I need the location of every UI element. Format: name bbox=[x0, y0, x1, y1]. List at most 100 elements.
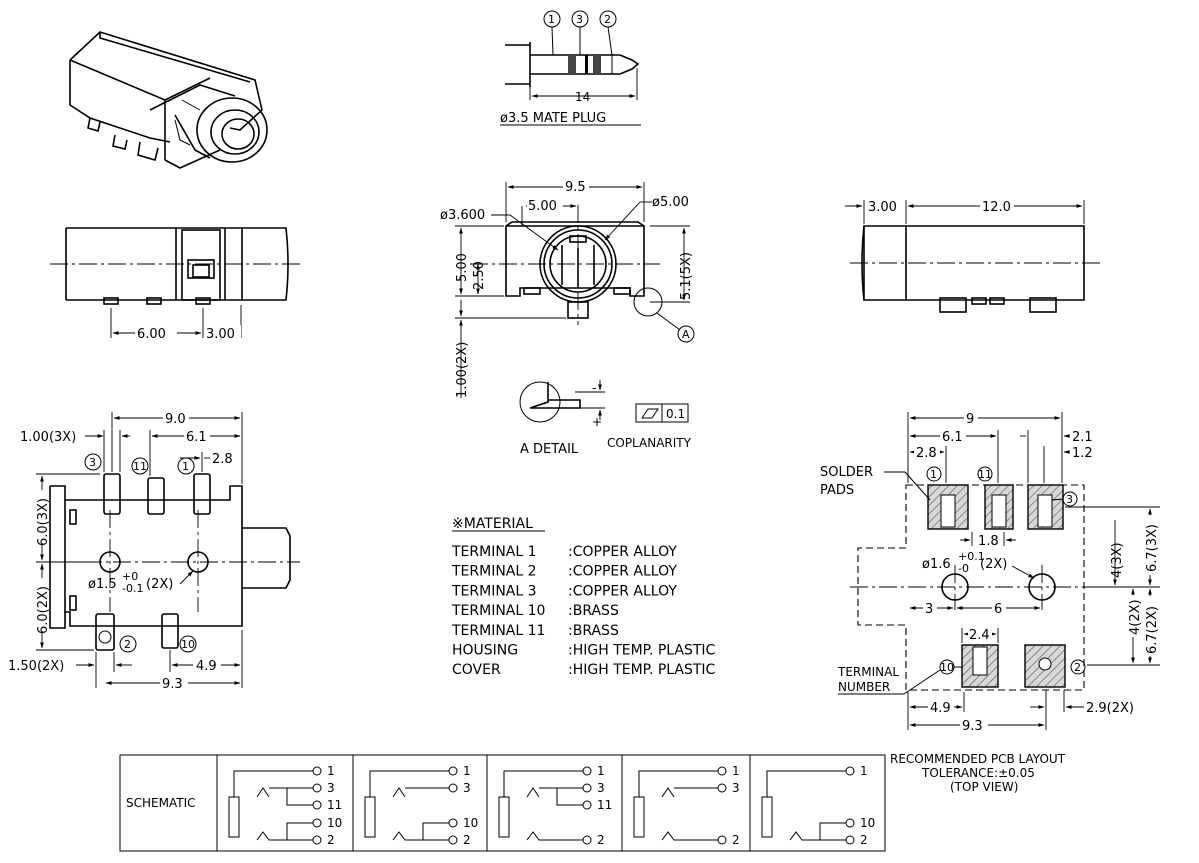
pcb-pin-2: 2 bbox=[1074, 661, 1081, 674]
material-table: ※MATERIAL TERMINAL 1:COPPER ALLOYTERMINA… bbox=[451, 516, 716, 678]
pcb-dim-67-3x: 6.7(3X) bbox=[1145, 524, 1160, 572]
detail-label: A DETAIL bbox=[520, 442, 579, 457]
schematic-pin-label: 3 bbox=[327, 781, 335, 795]
schematic-pin-label: 2 bbox=[732, 833, 740, 847]
pcb-solder-label-1: SOLDER bbox=[820, 465, 873, 480]
top-dim-100-3x: 1.00(3X) bbox=[20, 430, 76, 445]
material-part: TERMINAL 3 bbox=[451, 583, 537, 599]
front-dia-outer: ø5.00 bbox=[652, 195, 689, 210]
pcb-dim-9: 9 bbox=[966, 412, 974, 427]
side-view-right: 3.00 12.0 bbox=[845, 199, 1100, 313]
detail-tolerance: 0.1 bbox=[666, 407, 685, 421]
detail-ref-a: A bbox=[682, 328, 690, 341]
front-height-51: 5.1(5X) bbox=[679, 252, 694, 300]
schematic-pin-label: 10 bbox=[327, 816, 342, 830]
material-value: :COPPER ALLOY bbox=[568, 583, 677, 599]
detail-coplanarity: COPLANARITY bbox=[607, 436, 692, 450]
schematic-pin-label: 11 bbox=[327, 798, 342, 812]
right-dim-120: 12.0 bbox=[982, 200, 1011, 215]
material-value: :COPPER ALLOY bbox=[568, 544, 677, 560]
front-dim-100: 1.00(2X) bbox=[455, 342, 470, 398]
mate-plug-view: 14 ø3.5 MATE PLUG 1 3 2 bbox=[500, 10, 641, 126]
detail-plus: + bbox=[592, 415, 602, 429]
detail-minus: - bbox=[592, 381, 596, 395]
side-view-left: 6.00 3.00 bbox=[50, 227, 300, 342]
top-view: 3 11 1 2 10 9.0 6.1 1.00(3X) 2.8 6.0(3X) bbox=[8, 411, 300, 692]
plug-marker-3: 3 bbox=[576, 13, 583, 26]
pcb-dim-4-3x: 4(3X) bbox=[1110, 542, 1125, 578]
top-pin-2: 2 bbox=[124, 638, 131, 651]
schematic-pin-label: 3 bbox=[732, 781, 740, 795]
front-height-500: 5.00 bbox=[455, 253, 470, 282]
material-value: :BRASS bbox=[568, 603, 619, 619]
left-dim-300: 3.00 bbox=[206, 327, 235, 342]
schematic-label: SCHEMATIC bbox=[126, 796, 195, 810]
material-title: ※MATERIAL bbox=[452, 516, 533, 532]
material-part: TERMINAL 2 bbox=[451, 564, 537, 580]
schematic-pin-label: 11 bbox=[597, 798, 612, 812]
pcb-pin-10: 10 bbox=[940, 661, 954, 674]
pcb-dim-21: 2.1 bbox=[1072, 430, 1093, 445]
pcb-dim-18: 1.8 bbox=[978, 534, 999, 549]
top-dim-49: 4.9 bbox=[196, 659, 217, 674]
a-detail-view: - + A DETAIL 0.1 COPLANARITY bbox=[519, 380, 692, 457]
schematic-pin-label: 10 bbox=[463, 816, 478, 830]
schematic-pin-label: 3 bbox=[463, 781, 471, 795]
material-value: :BRASS bbox=[568, 623, 619, 639]
top-pin-10: 10 bbox=[181, 638, 195, 651]
schematic-cell: 1 3 2 bbox=[633, 764, 740, 847]
material-part: COVER bbox=[452, 662, 501, 678]
material-value: :COPPER ALLOY bbox=[568, 564, 677, 580]
pcb-dim-24: 2.4 bbox=[969, 628, 990, 643]
plug-marker-1: 1 bbox=[548, 13, 555, 26]
material-part: HOUSING bbox=[452, 643, 518, 659]
schematic-pin-label: 2 bbox=[463, 833, 471, 847]
pcb-dim-28: 2.8 bbox=[916, 446, 937, 461]
top-hole-tol-bot: -0.1 bbox=[122, 582, 143, 595]
pcb-solder-label-2: PADS bbox=[820, 483, 854, 498]
material-part: TERMINAL 10 bbox=[451, 603, 545, 619]
top-dim-60-2x: 6.0(2X) bbox=[36, 586, 51, 634]
pcb-caption-1: RECOMMENDED PCB LAYOUT bbox=[890, 752, 1066, 766]
top-hole-dia: ø1.5 bbox=[88, 577, 117, 592]
top-dim-93: 9.3 bbox=[162, 677, 183, 692]
top-pin-3: 3 bbox=[89, 456, 96, 469]
material-value: :HIGH TEMP. PLASTIC bbox=[568, 643, 716, 659]
plug-title: ø3.5 MATE PLUG bbox=[500, 111, 606, 126]
schematic-pin-label: 1 bbox=[732, 764, 740, 778]
front-dim-500: 5.00 bbox=[528, 199, 557, 214]
top-hole-count: (2X) bbox=[146, 577, 173, 592]
schematic-pin-label: 10 bbox=[860, 816, 875, 830]
pcb-dim-67-2x: 6.7(2X) bbox=[1145, 606, 1160, 654]
pcb-pin-3: 3 bbox=[1066, 493, 1073, 506]
top-dim-150: 1.50(2X) bbox=[8, 659, 64, 674]
left-dim-600: 6.00 bbox=[137, 327, 166, 342]
top-dim-28: 2.8 bbox=[212, 452, 233, 467]
front-width-label: 9.5 bbox=[565, 180, 586, 195]
material-part: TERMINAL 11 bbox=[451, 623, 545, 639]
top-pin-1: 1 bbox=[182, 460, 189, 473]
pcb-hole-tol-top: +0.1 bbox=[958, 550, 985, 563]
pcb-pin-1: 1 bbox=[930, 468, 937, 481]
schematic-pin-label: 2 bbox=[860, 833, 868, 847]
plug-length-label: 14 bbox=[575, 90, 590, 104]
pcb-hole-tol-bot: -0 bbox=[958, 562, 969, 575]
top-dim-61: 6.1 bbox=[186, 430, 207, 445]
pcb-hole-count: (2X) bbox=[980, 557, 1007, 572]
pcb-terminal-label-2: NUMBER bbox=[838, 680, 890, 694]
schematic-pin-label: 2 bbox=[327, 833, 335, 847]
pcb-dim-6: 6 bbox=[994, 602, 1002, 617]
front-height-250: 2.50 bbox=[472, 261, 487, 290]
pcb-dim-93: 9.3 bbox=[962, 719, 983, 734]
plug-marker-2: 2 bbox=[604, 13, 611, 26]
pcb-terminal-label-1: TERMINAL bbox=[837, 665, 899, 679]
pcb-dim-3: 3 bbox=[925, 602, 933, 617]
pcb-dim-29: 2.9(2X) bbox=[1086, 701, 1134, 716]
